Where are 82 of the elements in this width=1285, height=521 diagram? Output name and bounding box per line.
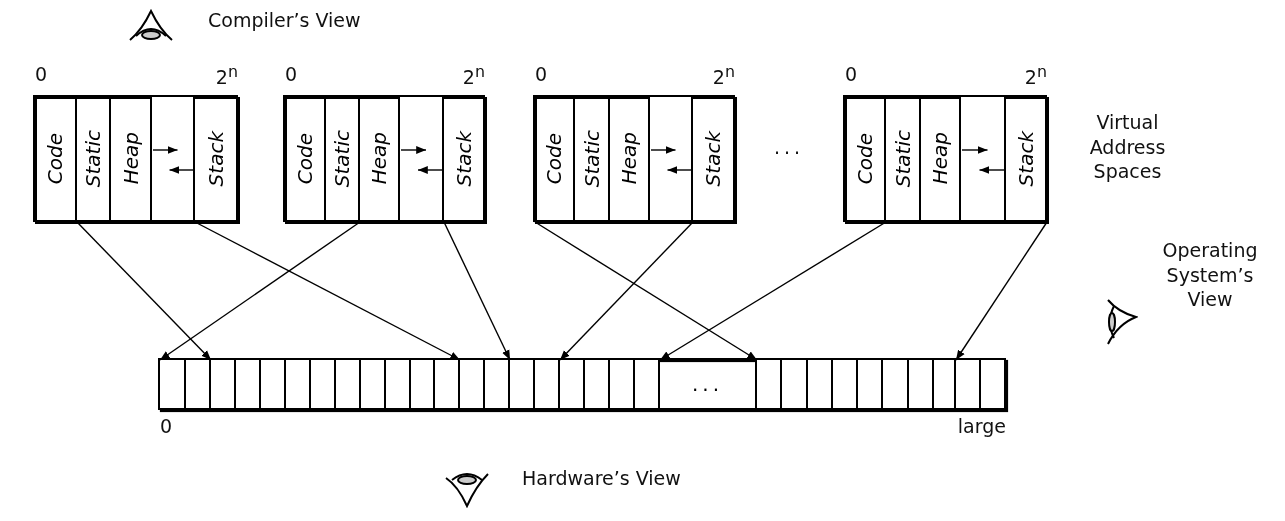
arrow xyxy=(76,221,212,361)
memory-cell xyxy=(184,358,211,410)
memory-cell xyxy=(608,358,635,410)
memory-segment: Code xyxy=(283,95,326,222)
memory-cell xyxy=(954,358,981,410)
address-space-box xyxy=(845,97,1049,224)
memory-cell xyxy=(284,358,311,410)
arrow xyxy=(194,221,461,361)
memory-cell xyxy=(309,358,336,410)
memory-cell xyxy=(458,358,485,410)
memory-segment: Static xyxy=(884,95,921,222)
physical-memory-bar xyxy=(160,360,1008,412)
memory-cell xyxy=(359,358,386,410)
memory-segment: Stack xyxy=(442,95,485,222)
section-label: Virtual Address Spaces xyxy=(1088,110,1167,185)
arrow xyxy=(955,221,1048,361)
memory-segment xyxy=(150,95,195,222)
memory-cell xyxy=(856,358,883,410)
memory-cell xyxy=(806,358,833,410)
view-label: Operating System’s View xyxy=(1161,238,1259,313)
memory-segment: Code xyxy=(843,95,886,222)
memory-cell xyxy=(234,358,261,410)
memory-cell xyxy=(831,358,858,410)
arrow xyxy=(400,146,427,154)
address-label: 2$^{n}$ xyxy=(462,62,485,90)
arrow xyxy=(152,146,179,154)
address-label: large xyxy=(957,414,1006,439)
memory-segment: Code xyxy=(33,95,77,222)
memory-cell xyxy=(932,358,956,410)
memory-cell xyxy=(384,358,411,410)
arrow xyxy=(659,221,887,361)
memory-cell xyxy=(881,358,909,410)
memory-cell xyxy=(334,358,361,410)
arrow xyxy=(443,221,511,361)
memory-segment: Static xyxy=(75,95,111,222)
address-label: 0 xyxy=(285,62,298,87)
ellipsis: ... xyxy=(774,135,805,160)
address-label: 0 xyxy=(35,62,48,87)
memory-segment xyxy=(648,95,693,222)
arrow xyxy=(417,166,444,174)
memory-segment: Stack xyxy=(1004,95,1047,222)
memory-segment: Static xyxy=(573,95,610,222)
memory-cell xyxy=(483,358,510,410)
arrow xyxy=(961,146,989,154)
memory-cell xyxy=(158,358,186,410)
memory-segment: Code xyxy=(533,95,575,222)
arrow xyxy=(559,221,694,361)
address-label: 2$^{n}$ xyxy=(1024,62,1047,90)
memory-cell xyxy=(259,358,286,410)
memory-cell xyxy=(409,358,435,410)
memory-segment xyxy=(959,95,1006,222)
address-label: 2$^{n}$ xyxy=(712,62,735,90)
view-label: Hardware’s View xyxy=(522,466,681,491)
arrow xyxy=(534,221,758,361)
memory-cell xyxy=(583,358,610,410)
memory-cell xyxy=(433,358,460,410)
memory-cell xyxy=(558,358,585,410)
address-label: 0 xyxy=(845,62,858,87)
arrow xyxy=(650,146,677,154)
memory-cell xyxy=(780,358,808,410)
memory-cell xyxy=(633,358,660,410)
address-label: 2$^{n}$ xyxy=(215,62,238,90)
arrow xyxy=(159,221,361,361)
memory-cell xyxy=(209,358,236,410)
memory-cell xyxy=(979,358,1006,410)
view-label: Compiler’s View xyxy=(208,8,361,33)
memory-segment: Static xyxy=(324,95,360,222)
memory-cell xyxy=(755,358,782,410)
memory-cell xyxy=(508,358,535,410)
address-label: 0 xyxy=(160,414,173,439)
arrow xyxy=(666,166,693,174)
address-space-box xyxy=(285,97,487,224)
memory-segment: Stack xyxy=(691,95,735,222)
arrow xyxy=(168,166,195,174)
address-space-box xyxy=(535,97,737,224)
address-space-box xyxy=(35,97,240,224)
address-label: 0 xyxy=(535,62,548,87)
arrow xyxy=(978,166,1006,174)
memory-segment: Stack xyxy=(193,95,238,222)
memory-cell xyxy=(907,358,934,410)
memory-cell xyxy=(533,358,560,410)
memory-segment xyxy=(398,95,444,222)
